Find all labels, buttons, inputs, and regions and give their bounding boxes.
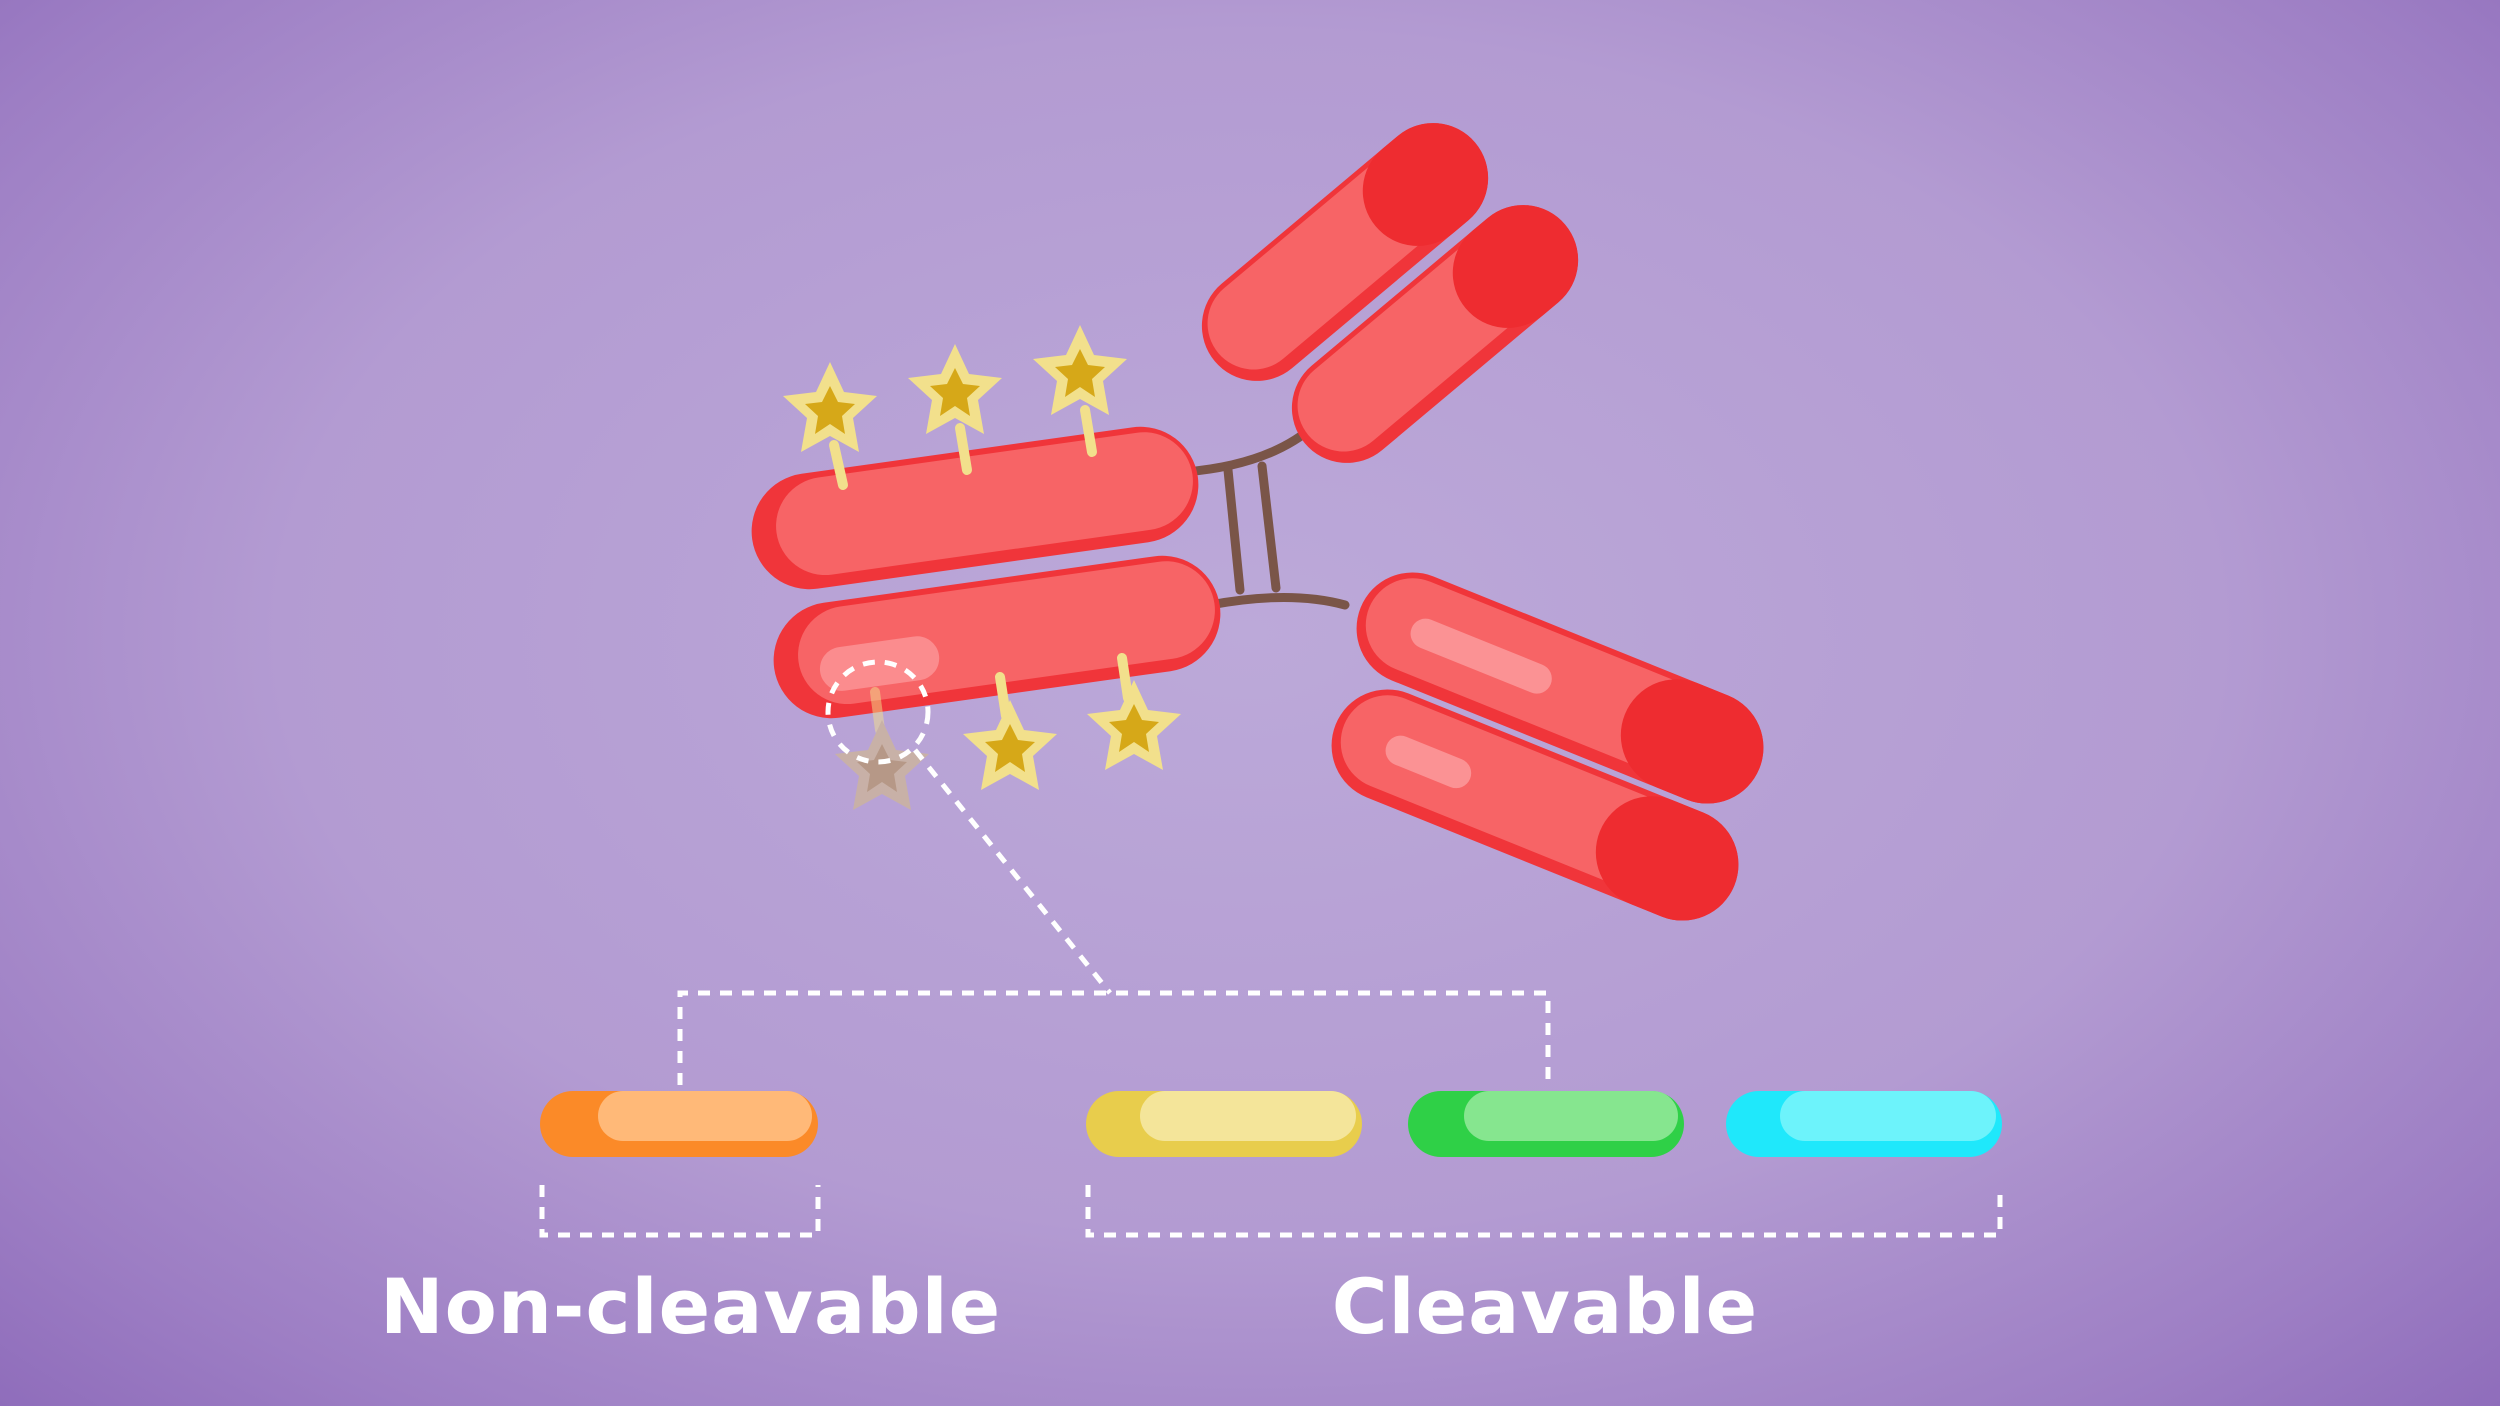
highlight-circle <box>825 659 931 765</box>
bracket-non-cleavable <box>539 1185 821 1238</box>
linker-yellow <box>1086 1091 1362 1157</box>
lower-arm-capsule-1 <box>1356 572 1764 804</box>
disulfide-bond-1 <box>1223 465 1245 595</box>
payload-bottom-3 <box>1087 653 1181 770</box>
payload-top-3 <box>1033 325 1127 457</box>
antibody-lower-arm <box>1331 572 1764 921</box>
upper-arm-capsule-2 <box>1291 205 1579 463</box>
payload-top-2 <box>908 344 1002 475</box>
non-cleavable-label: Non-cleavable <box>380 1262 1002 1351</box>
disulfide-bond-2 <box>1257 461 1281 593</box>
lower-arm-capsule-2 <box>1331 689 1739 921</box>
payload-top-1 <box>783 362 877 490</box>
cleavable-label: Cleavable <box>1331 1262 1759 1351</box>
linker-callout <box>677 659 1551 1085</box>
antibody-upper-arm <box>1201 123 1579 463</box>
payload-bottom-2 <box>963 672 1057 790</box>
hinge-lower-curve <box>1205 593 1350 610</box>
category-brackets <box>539 1185 2003 1238</box>
star-payload-icon <box>835 720 929 810</box>
linker-orange <box>540 1091 818 1157</box>
payloads <box>783 325 1181 810</box>
star-payload-icon <box>1033 325 1127 415</box>
hinge-upper-curve <box>1180 420 1320 477</box>
callout-bracket-top <box>677 990 1551 1085</box>
linkers <box>540 1091 2002 1157</box>
star-payload-icon <box>783 362 877 452</box>
linker-cyan <box>1726 1091 2002 1157</box>
linker-green <box>1408 1091 1684 1157</box>
antibody-left-arm <box>751 426 1221 719</box>
star-payload-icon <box>963 700 1057 790</box>
star-payload-icon <box>908 344 1002 434</box>
bracket-cleavable <box>1085 1185 2003 1238</box>
left-arm-capsule-upper <box>751 426 1199 590</box>
upper-arm-capsule-1 <box>1201 123 1489 381</box>
left-arm-capsule-lower <box>773 555 1221 719</box>
payload-bottom-released <box>835 687 929 810</box>
star-payload-icon <box>1087 680 1181 770</box>
callout-pointer <box>913 748 1112 995</box>
